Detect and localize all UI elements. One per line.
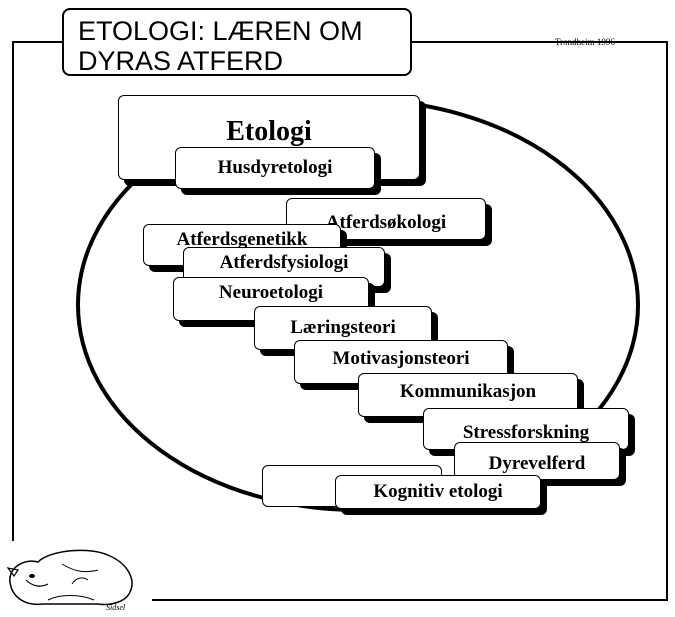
- card-stressforskning-label: Stressforskning: [462, 422, 590, 443]
- card-neuroetologi-label: Neuroetologi: [218, 282, 324, 303]
- card-kognitiv-etologi-label: Kognitiv etologi: [373, 481, 503, 502]
- frame-right-top-line: [412, 41, 668, 43]
- card-husdyretologi-label: Husdyretologi: [217, 157, 333, 178]
- frame-right-line: [666, 41, 668, 601]
- card-dyrevelferd: Dyrevelferd: [454, 442, 620, 480]
- card-kommunikasjon-label: Kommunikasjon: [399, 381, 537, 402]
- card-motivasjonsteori-label: Motivasjonsteori: [332, 348, 470, 369]
- card-husdyretologi: Husdyretologi: [175, 147, 375, 189]
- card-etologi-label: Etologi: [226, 116, 312, 147]
- title-line-1: ETOLOGI: LÆREN OM: [78, 16, 363, 46]
- card-dyrevelferd-label: Dyrevelferd: [488, 453, 586, 474]
- card-kognitiv-etologi: Kognitiv etologi: [335, 475, 541, 509]
- card-atferdsokologi-label: Atferdsøkologi: [325, 212, 447, 233]
- card-laeringsteori-label: Læringsteori: [290, 317, 396, 338]
- sleeping-dog-sketch-icon: Sidsel: [6, 549, 133, 612]
- title-line-2: DYRAS ATFERD: [78, 46, 284, 76]
- card-atferdsfysiologi-label: Atferdsfysiologi: [219, 252, 349, 273]
- signature-text: Sidsel: [106, 603, 126, 612]
- credit-text: Trondheim 1996: [555, 37, 615, 47]
- card-atferdsgenetikk-label: Atferdsgenetikk: [176, 229, 308, 250]
- frame-bottom-line: [152, 599, 668, 601]
- frame-left-top-line: [12, 41, 64, 43]
- title-box: ETOLOGI: LÆREN OM DYRAS ATFERD: [62, 8, 412, 76]
- frame-left-line: [12, 41, 14, 541]
